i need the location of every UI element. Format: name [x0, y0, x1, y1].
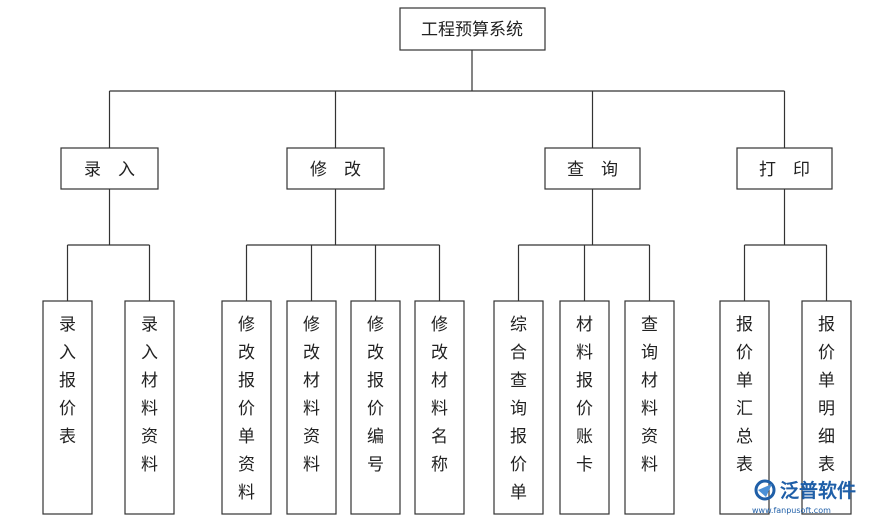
leaf-label: 修改报价单资料 [238, 315, 255, 503]
category-node: 修 改 [286, 147, 385, 190]
leaf-node: 修改报价单资料 [221, 300, 272, 515]
leaf-node: 录入材料资料 [124, 300, 175, 515]
leaf-label: 录入报价表 [59, 315, 76, 447]
brand-logo-icon [754, 479, 776, 501]
watermark-logo: 泛普软件 www.fanpusoft.com [752, 479, 856, 515]
category-label: 查 询 [567, 160, 618, 180]
leaf-node: 修改材料名称 [414, 300, 465, 515]
leaf-label: 修改报价编号 [367, 315, 384, 475]
root-node: 工程预算系统 [399, 7, 546, 51]
category-label: 打 印 [759, 160, 810, 180]
leaf-node: 录入报价表 [42, 300, 93, 515]
root-label: 工程预算系统 [421, 20, 523, 40]
leaf-label: 综合查询报价单 [510, 315, 527, 503]
leaf-label: 报价单汇总表 [736, 315, 753, 475]
category-node: 录 入 [60, 147, 159, 190]
category-label: 录 入 [84, 160, 135, 180]
brand-url: www.fanpusoft.com [752, 506, 831, 515]
category-node: 打 印 [736, 147, 833, 190]
leaf-node: 查询材料资料 [624, 300, 675, 515]
leaf-node: 综合查询报价单 [493, 300, 544, 515]
leaf-node: 修改材料资料 [286, 300, 337, 515]
leaf-label: 修改材料名称 [431, 315, 448, 475]
connector-lines [66, 50, 828, 301]
leaf-node: 修改报价编号 [350, 300, 401, 515]
leaf-node: 报价单明细表 [801, 300, 852, 515]
category-nodes: 录 入修 改查 询打 印 [60, 147, 833, 190]
leaf-label: 材料报价账卡 [576, 315, 593, 475]
leaf-node: 材料报价账卡 [559, 300, 610, 515]
brand-name: 泛普软件 [780, 479, 856, 502]
leaf-label: 录入材料资料 [141, 315, 158, 475]
category-node: 查 询 [544, 147, 641, 190]
category-label: 修 改 [310, 160, 361, 180]
leaf-label: 查询材料资料 [641, 315, 658, 475]
leaf-node: 报价单汇总表 [719, 300, 770, 515]
leaf-label: 报价单明细表 [818, 315, 835, 475]
leaf-nodes: 录入报价表 录入材料资料 修改报价单资料 修改材料资料 修改报价编号 修改材料名称 综合查询… [42, 300, 852, 515]
leaf-label: 修改材料资料 [303, 315, 320, 475]
